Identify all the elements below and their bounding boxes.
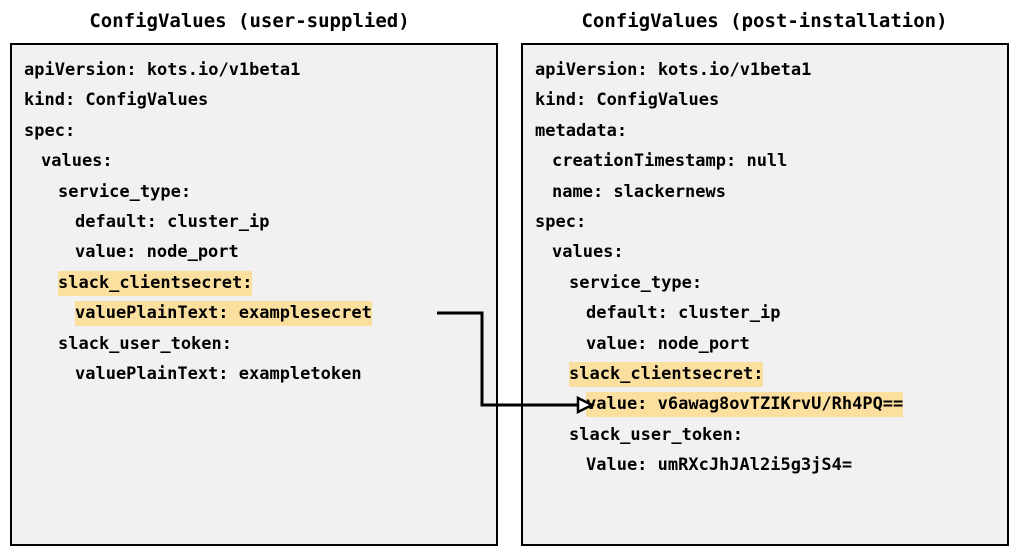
code-line: service_type: xyxy=(24,177,492,207)
highlighted-text: slack_clientsecret: xyxy=(569,361,764,387)
code-text: Value: umRXcJhJAl2i5g3jS4= xyxy=(586,455,853,476)
code-line: value: node_port xyxy=(24,237,492,267)
code-text: spec: xyxy=(535,211,587,232)
code-line: slack_clientsecret: xyxy=(535,359,1003,389)
code-line: default: cluster_ip xyxy=(24,207,492,237)
code-text: value: node_port xyxy=(586,333,750,354)
code-text: values: xyxy=(41,151,113,172)
code-line: value: node_port xyxy=(535,329,1003,359)
code-text: name: slackernews xyxy=(552,181,726,202)
code-text: kind: ConfigValues xyxy=(24,90,209,111)
code-text: apiVersion: kots.io/v1beta1 xyxy=(535,60,812,80)
code-line: slack_clientsecret: xyxy=(24,268,492,298)
code-text: values: xyxy=(552,242,624,263)
code-line: metadata: xyxy=(535,116,1003,146)
code-text: creationTimestamp: null xyxy=(552,151,788,172)
code-line: service_type: xyxy=(535,268,1003,298)
highlighted-text: slack_clientsecret: xyxy=(58,270,253,296)
code-box-post-installation: apiVersion: kots.io/v1beta1 kind: ConfigV… xyxy=(521,43,1009,546)
code-line: values: xyxy=(535,237,1003,267)
code-line: kind: ConfigValues xyxy=(24,85,492,115)
code-text: spec: xyxy=(24,120,76,141)
code-text: slack_user_token: xyxy=(569,424,743,445)
code-line: creationTimestamp: null xyxy=(535,146,1003,176)
code-line: apiVersion: kots.io/v1beta1 xyxy=(24,55,492,85)
code-text: service_type: xyxy=(58,181,192,202)
panel-title-post-installation: ConfigValues (post-installation) xyxy=(581,10,948,32)
code-text: metadata: xyxy=(535,120,628,141)
code-line: kind: ConfigValues xyxy=(535,85,1003,115)
code-text: slack_user_token: xyxy=(58,333,232,354)
code-line: valuePlainText: examplesecret xyxy=(24,298,492,328)
code-line: Value: umRXcJhJAl2i5g3jS4= xyxy=(535,450,1003,480)
code-line: name: slackernews xyxy=(535,177,1003,207)
code-line: slack_user_token: xyxy=(24,329,492,359)
code-line: valuePlainText: exampletoken xyxy=(24,359,492,389)
highlighted-text: value: v6awag8ovTZIKrvU/Rh4PQ== xyxy=(586,392,904,418)
panel-title-user-supplied: ConfigValues (user-supplied) xyxy=(89,10,410,32)
code-line: spec: xyxy=(24,116,492,146)
code-text: valuePlainText: exampletoken xyxy=(75,363,362,384)
code-line: values: xyxy=(24,146,492,176)
code-line: slack_user_token: xyxy=(535,420,1003,450)
code-text: value: node_port xyxy=(75,242,239,263)
code-text: default: cluster_ip xyxy=(586,303,781,324)
code-line: value: v6awag8ovTZIKrvU/Rh4PQ== xyxy=(535,389,1003,419)
code-box-user-supplied: apiVersion: kots.io/v1beta1 kind: ConfigV… xyxy=(10,43,498,546)
code-block-post-installation: apiVersion: kots.io/v1beta1 kind: ConfigV… xyxy=(535,55,1003,480)
code-line: apiVersion: kots.io/v1beta1 xyxy=(535,55,1003,85)
code-text: default: cluster_ip xyxy=(75,211,270,232)
code-text: apiVersion: kots.io/v1beta1 xyxy=(24,60,301,80)
code-block-user-supplied: apiVersion: kots.io/v1beta1 kind: ConfigV… xyxy=(24,55,492,389)
code-line: default: cluster_ip xyxy=(535,298,1003,328)
highlighted-text: valuePlainText: examplesecret xyxy=(75,301,372,327)
code-text: service_type: xyxy=(569,272,703,293)
code-text: kind: ConfigValues xyxy=(535,90,720,111)
code-line: spec: xyxy=(535,207,1003,237)
